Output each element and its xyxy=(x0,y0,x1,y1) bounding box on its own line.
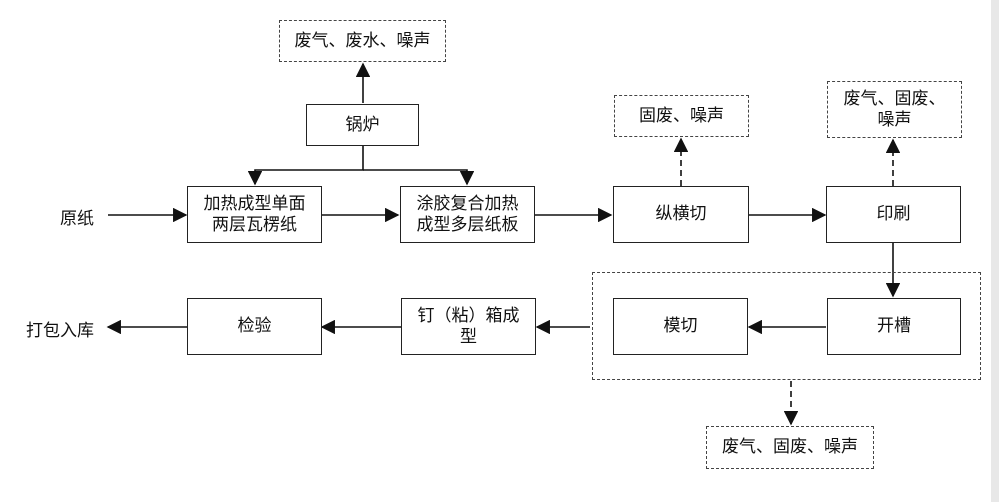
inspect-node: 检验 xyxy=(187,298,322,355)
slot-label: 开槽 xyxy=(877,316,911,336)
boiler-node: 锅炉 xyxy=(306,104,419,146)
diecut-group-emissions-box: 废气、固废、噪声 xyxy=(706,426,874,469)
inspect-label: 检验 xyxy=(237,316,272,336)
print-label: 印刷 xyxy=(876,204,911,224)
slot-node: 开槽 xyxy=(827,298,961,355)
boiler-label: 锅炉 xyxy=(345,114,380,135)
corrugate-node: 加热成型单面 两层瓦楞纸 xyxy=(187,186,322,243)
input-label: 原纸 xyxy=(60,209,94,229)
diecut-node: 模切 xyxy=(613,298,748,355)
laminate-node: 涂胶复合加热 成型多层纸板 xyxy=(400,186,535,243)
output-label: 打包入库 xyxy=(26,321,94,341)
diecut-slot-group-frame xyxy=(592,272,981,380)
box-forming-label: 钉（粘）箱成 型 xyxy=(417,305,520,347)
slit-node: 纵横切 xyxy=(613,186,749,243)
slit-emissions-label: 固废、噪声 xyxy=(639,105,724,126)
slit-label: 纵横切 xyxy=(655,204,707,224)
slit-emissions-box: 固废、噪声 xyxy=(614,95,749,137)
print-node: 印刷 xyxy=(826,186,961,243)
arrow-boiler-to-laminate xyxy=(363,169,475,186)
corrugate-label: 加热成型单面 两层瓦楞纸 xyxy=(203,193,306,235)
boiler-emissions-box: 废气、废水、噪声 xyxy=(279,20,446,62)
arrow-boiler-to-corrugate xyxy=(247,145,364,186)
box-forming-node: 钉（粘）箱成 型 xyxy=(401,298,536,355)
right-edge-strip xyxy=(991,0,999,502)
diecut-label: 模切 xyxy=(663,316,698,336)
print-emissions-box: 废气、固废、 噪声 xyxy=(827,81,962,138)
diecut-group-emissions-label: 废气、固废、噪声 xyxy=(722,437,858,457)
laminate-label: 涂胶复合加热 成型多层纸板 xyxy=(416,193,519,235)
print-emissions-label: 废气、固废、 噪声 xyxy=(843,88,946,130)
boiler-emissions-label: 废气、废水、噪声 xyxy=(294,30,431,51)
